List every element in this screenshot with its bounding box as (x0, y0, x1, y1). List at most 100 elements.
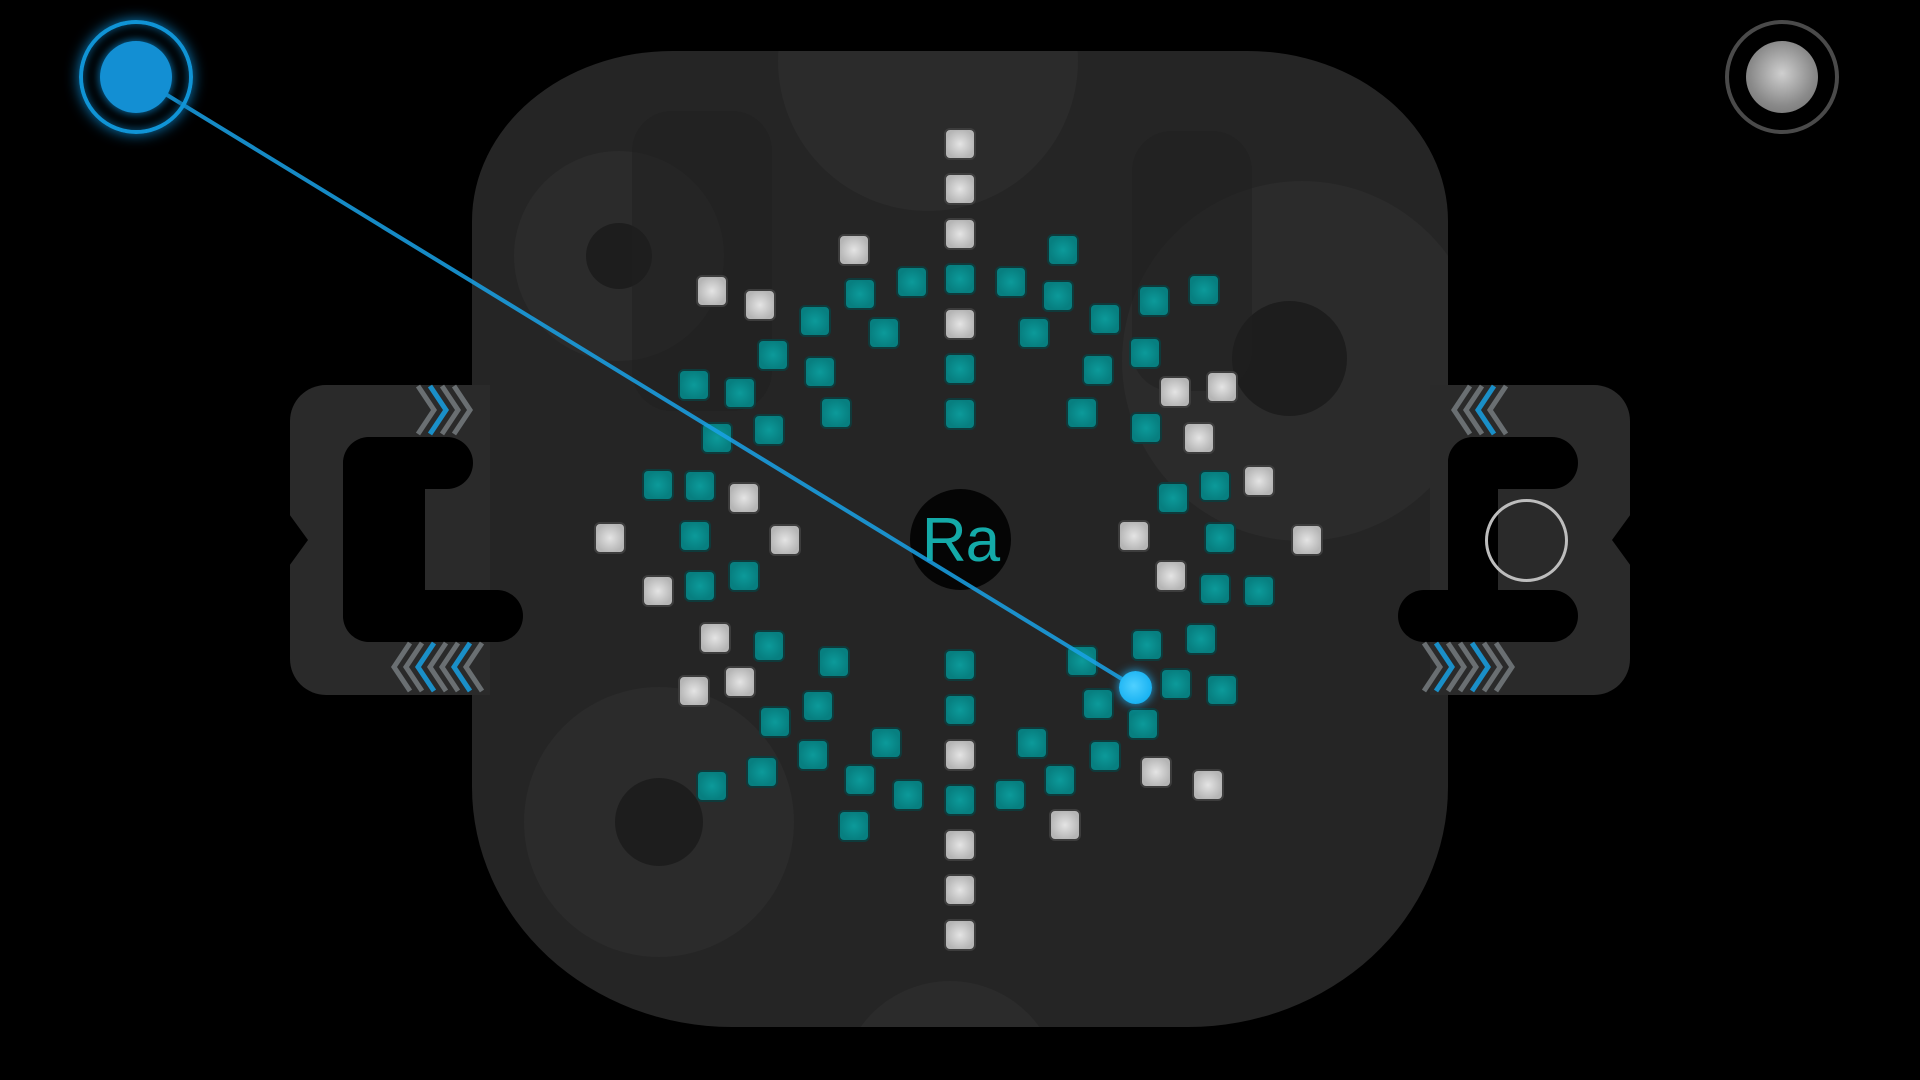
teal-block (1188, 274, 1220, 306)
gray-block (944, 739, 976, 771)
teal-block (1089, 303, 1121, 335)
bg-gear-bottom (840, 981, 1060, 1027)
gray-block (944, 919, 976, 951)
teal-block (1066, 397, 1098, 429)
teal-block (818, 646, 850, 678)
gray-block (944, 128, 976, 160)
right-slot-bottom (1398, 590, 1578, 642)
teal-block (1018, 317, 1050, 349)
teal-block (838, 810, 870, 842)
teal-block (995, 266, 1027, 298)
gray-block (1140, 756, 1172, 788)
teal-block (1127, 708, 1159, 740)
gray-block (944, 173, 976, 205)
teal-block (1016, 727, 1048, 759)
teal-block (678, 369, 710, 401)
teal-block (797, 739, 829, 771)
gray-block (1243, 465, 1275, 497)
gray-block (594, 522, 626, 554)
gray-block (1049, 809, 1081, 841)
teal-block (1199, 470, 1231, 502)
teal-block (1047, 234, 1079, 266)
gray-block (944, 218, 976, 250)
gray-block (699, 622, 731, 654)
teal-block (944, 263, 976, 295)
gray-block (696, 275, 728, 307)
gray-block (769, 524, 801, 556)
element-symbol: Ra (921, 506, 1000, 575)
teal-block (868, 317, 900, 349)
gray-block (1206, 371, 1238, 403)
opponent-orb-core (1746, 41, 1818, 113)
teal-block (696, 770, 728, 802)
teal-block (1089, 740, 1121, 772)
teal-block (994, 779, 1026, 811)
teal-block (892, 779, 924, 811)
teal-block (1066, 645, 1098, 677)
element-core: Ra (910, 489, 1011, 590)
teal-block (944, 649, 976, 681)
teal-block (1199, 573, 1231, 605)
teal-block (753, 630, 785, 662)
teal-block (804, 356, 836, 388)
teal-block (1206, 674, 1238, 706)
teal-block (1204, 522, 1236, 554)
teal-block (799, 305, 831, 337)
gray-block (944, 308, 976, 340)
gray-block (1118, 520, 1150, 552)
teal-block (1042, 280, 1074, 312)
gray-block (744, 289, 776, 321)
teal-block (1185, 623, 1217, 655)
teal-block (1044, 764, 1076, 796)
teal-block (753, 414, 785, 446)
teal-block (1160, 668, 1192, 700)
gray-block (944, 829, 976, 861)
gray-block (1155, 560, 1187, 592)
teal-block (1138, 285, 1170, 317)
teal-block (944, 694, 976, 726)
player-orb[interactable] (79, 20, 193, 134)
teal-block (728, 560, 760, 592)
teal-block (724, 377, 756, 409)
teal-block (944, 784, 976, 816)
teal-block (802, 690, 834, 722)
teal-block (844, 278, 876, 310)
bg-gear-bottom-left-hub (615, 778, 703, 866)
teal-block (1131, 629, 1163, 661)
gray-block (1183, 422, 1215, 454)
teal-block (870, 727, 902, 759)
teal-block (1082, 688, 1114, 720)
bg-gear-top (778, 51, 1078, 211)
teal-block (1082, 354, 1114, 386)
teal-block (746, 756, 778, 788)
energy-ball[interactable] (1119, 671, 1152, 704)
teal-block (757, 339, 789, 371)
teal-block (1129, 337, 1161, 369)
teal-block (701, 422, 733, 454)
teal-block (944, 398, 976, 430)
gray-block (1192, 769, 1224, 801)
opponent-orb (1725, 20, 1839, 134)
gray-block (1159, 376, 1191, 408)
goal-ring[interactable] (1485, 499, 1568, 582)
gray-block (642, 575, 674, 607)
left-slot-bottom (343, 590, 523, 642)
teal-block (944, 353, 976, 385)
teal-block (642, 469, 674, 501)
teal-block (684, 470, 716, 502)
gray-block (678, 675, 710, 707)
gray-block (724, 666, 756, 698)
teal-block (679, 520, 711, 552)
bg-shadow (632, 111, 772, 411)
gray-block (838, 234, 870, 266)
teal-block (820, 397, 852, 429)
teal-block (896, 266, 928, 298)
gray-block (728, 482, 760, 514)
player-orb-core (100, 41, 172, 113)
teal-block (1243, 575, 1275, 607)
teal-block (1130, 412, 1162, 444)
teal-block (1157, 482, 1189, 514)
teal-block (684, 570, 716, 602)
gray-block (1291, 524, 1323, 556)
teal-block (844, 764, 876, 796)
